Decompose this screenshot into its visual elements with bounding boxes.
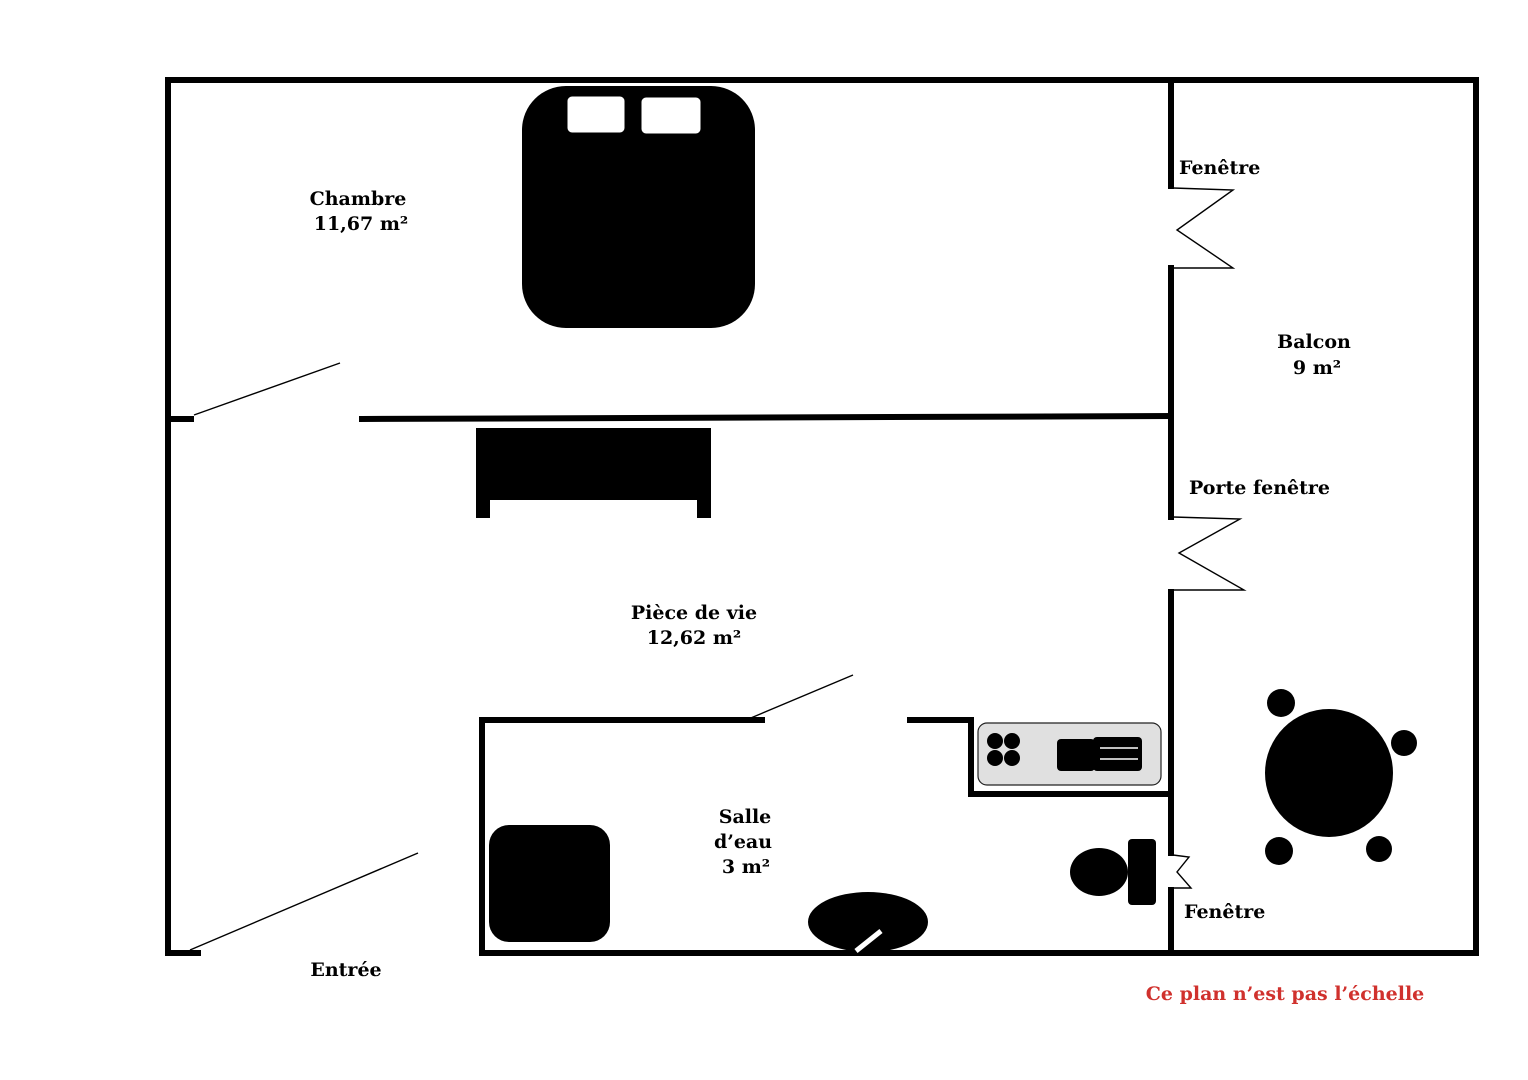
chair-icon (1267, 689, 1295, 717)
scale-disclaimer: Ce plan n’est pas l’échelle (1146, 983, 1425, 1005)
bed (522, 86, 755, 328)
bathroom-walls (479, 717, 1174, 956)
washbasin-bowl (808, 892, 928, 952)
room-label-entree: Entrée (310, 959, 381, 981)
bedroom-wall (165, 412, 1175, 423)
round-table (1265, 709, 1393, 837)
pillow-left (566, 95, 626, 134)
exterior-walls (165, 77, 1479, 956)
sofa-body (476, 428, 711, 500)
french-window (1172, 516, 1247, 591)
room-label-piece-de-vie: Pièce de vie (631, 602, 757, 624)
chair-icon (1265, 837, 1293, 865)
bathroom-window (1172, 854, 1193, 889)
room-area-salle-eau: 3 m² (722, 856, 770, 878)
room-label-salle-line1: Salle (719, 806, 772, 828)
windows (1172, 187, 1247, 889)
burner-icon (1004, 733, 1020, 749)
opening-label-fenetre-sdb: Fenêtre (1184, 901, 1265, 923)
room-area-chambre: 11,67 m² (314, 213, 409, 235)
opening-label-porte-fenetre: Porte fenêtre (1189, 477, 1330, 499)
sofa-arm-right (697, 428, 711, 518)
toilet-bowl (1070, 848, 1128, 896)
room-label-balcon: Balcon (1277, 331, 1351, 353)
sofa (476, 428, 711, 518)
pillow-right (640, 96, 702, 135)
bedroom-window (1172, 187, 1236, 269)
bed-frame (522, 86, 755, 328)
burner-icon (987, 733, 1003, 749)
room-area-balcon: 9 m² (1293, 357, 1341, 379)
chair-icon (1391, 730, 1417, 756)
bathroom-door (745, 674, 854, 721)
sink-basin-left (1057, 739, 1095, 771)
kitchenette (977, 722, 1162, 786)
faucet-icon (854, 929, 883, 953)
balcony-table-set (1265, 689, 1417, 865)
burner-icon (1004, 750, 1020, 766)
opening-label-fenetre-chambre: Fenêtre (1179, 157, 1260, 179)
toilet-tank (1128, 839, 1156, 905)
toilet (1070, 839, 1156, 905)
chair-icon (1366, 836, 1392, 862)
bedroom-door (193, 362, 341, 416)
burner-icon (987, 750, 1003, 766)
sink-basin-right (1093, 737, 1142, 771)
entrance-door (189, 852, 419, 951)
shower-tray (489, 825, 610, 942)
washbasin (808, 892, 928, 953)
room-label-salle-line2: d’eau (714, 831, 772, 853)
door-swings (189, 362, 854, 951)
room-area-piece-de-vie: 12,62 m² (647, 627, 742, 649)
room-label-chambre: Chambre (310, 188, 407, 210)
sofa-arm-left (476, 428, 490, 518)
